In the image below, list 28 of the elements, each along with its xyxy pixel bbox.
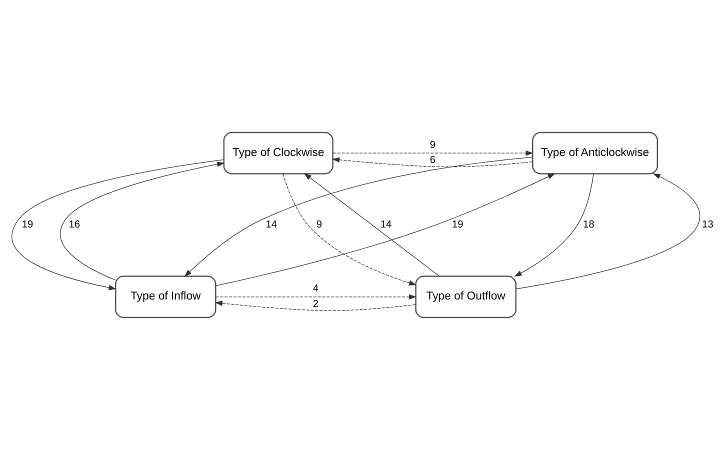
node-box: Type of Inflow bbox=[114, 275, 216, 318]
edge-label: 16 bbox=[68, 218, 80, 230]
edge-label: 2 bbox=[312, 298, 319, 310]
edge-label: 4 bbox=[312, 283, 319, 294]
arrow bbox=[332, 150, 534, 156]
node-box: Type of Clockwise bbox=[223, 131, 334, 174]
arrow bbox=[282, 172, 417, 285]
edge-label: 9 bbox=[430, 139, 436, 150]
edge-label: 13 bbox=[702, 218, 714, 230]
arrow bbox=[514, 172, 594, 276]
arrow bbox=[214, 300, 416, 310]
edge-label: 19 bbox=[452, 218, 464, 230]
arrow bbox=[304, 172, 440, 276]
arrow bbox=[215, 172, 556, 286]
arrow bbox=[184, 156, 533, 276]
arrow bbox=[516, 172, 700, 289]
arrow bbox=[332, 156, 533, 167]
arrow bbox=[215, 294, 417, 300]
arrow bbox=[60, 161, 225, 280]
edge-label: 6 bbox=[430, 154, 436, 166]
edge-label: 19 bbox=[22, 218, 34, 230]
edge-label: 14 bbox=[380, 218, 392, 230]
edge-label: 18 bbox=[583, 218, 594, 230]
node-box: Type of Anticlockwise bbox=[532, 131, 658, 174]
arrow bbox=[11, 158, 224, 290]
edge-label: 14 bbox=[266, 218, 278, 230]
edge-label: 9 bbox=[316, 218, 322, 230]
node-box: Type of Outflow bbox=[415, 275, 516, 318]
